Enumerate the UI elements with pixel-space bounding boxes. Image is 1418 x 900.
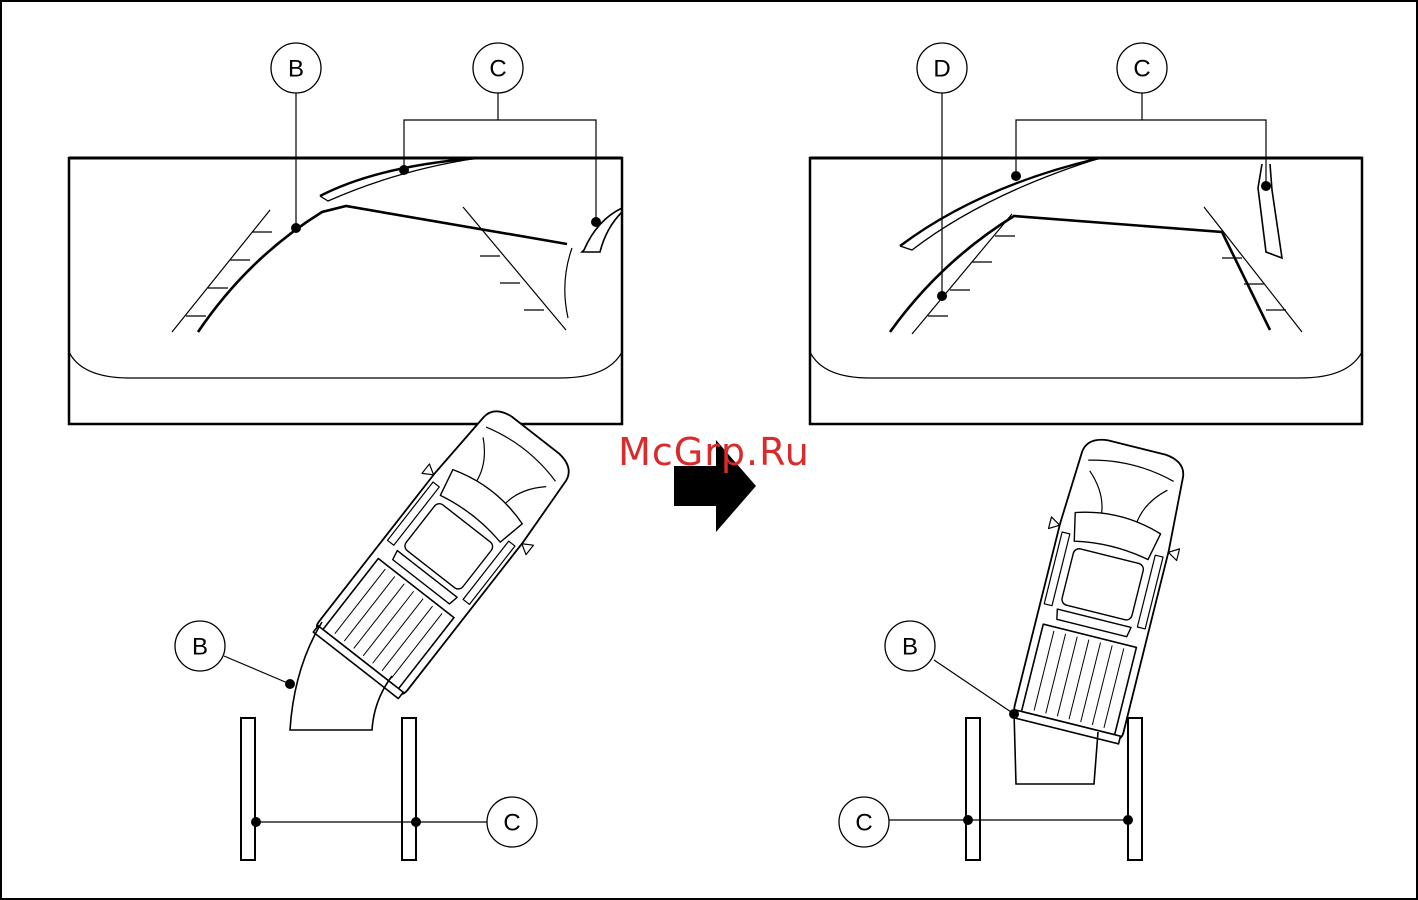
rear-bumper [810, 352, 1362, 378]
callout-label-c: C [855, 810, 872, 837]
screen-frame [69, 158, 622, 424]
distance-guide-lines [172, 207, 572, 332]
callout-label-b: B [192, 634, 208, 661]
pickup-truck-icon [304, 395, 588, 706]
parking-line [402, 718, 416, 860]
camera-screen-left [69, 43, 622, 424]
parking-line [900, 158, 1100, 246]
parking-line [241, 718, 255, 860]
callout-label-d: D [933, 56, 950, 83]
predicted-course-line [198, 206, 567, 332]
predicted-course-line [890, 216, 1270, 332]
rear-bumper [69, 352, 622, 378]
parking-line [1258, 164, 1282, 258]
watermark: McGrp.Ru [618, 430, 810, 474]
parking-line [966, 718, 980, 860]
callout-label-b: B [288, 56, 304, 83]
screen-frame [810, 158, 1362, 424]
callout-label-c: C [489, 56, 506, 83]
parking-line [582, 208, 622, 252]
callout-label-c: C [1133, 56, 1150, 83]
parking-line [1128, 718, 1142, 860]
camera-screen-right [810, 43, 1362, 424]
distance-guide-lines [912, 207, 1302, 334]
parking-line [320, 158, 478, 196]
callout-label-c: C [503, 810, 520, 837]
callout-label-b: B [902, 634, 918, 661]
top-view-right [839, 432, 1201, 860]
top-view-left [175, 395, 588, 860]
pickup-truck-icon [1002, 432, 1201, 747]
